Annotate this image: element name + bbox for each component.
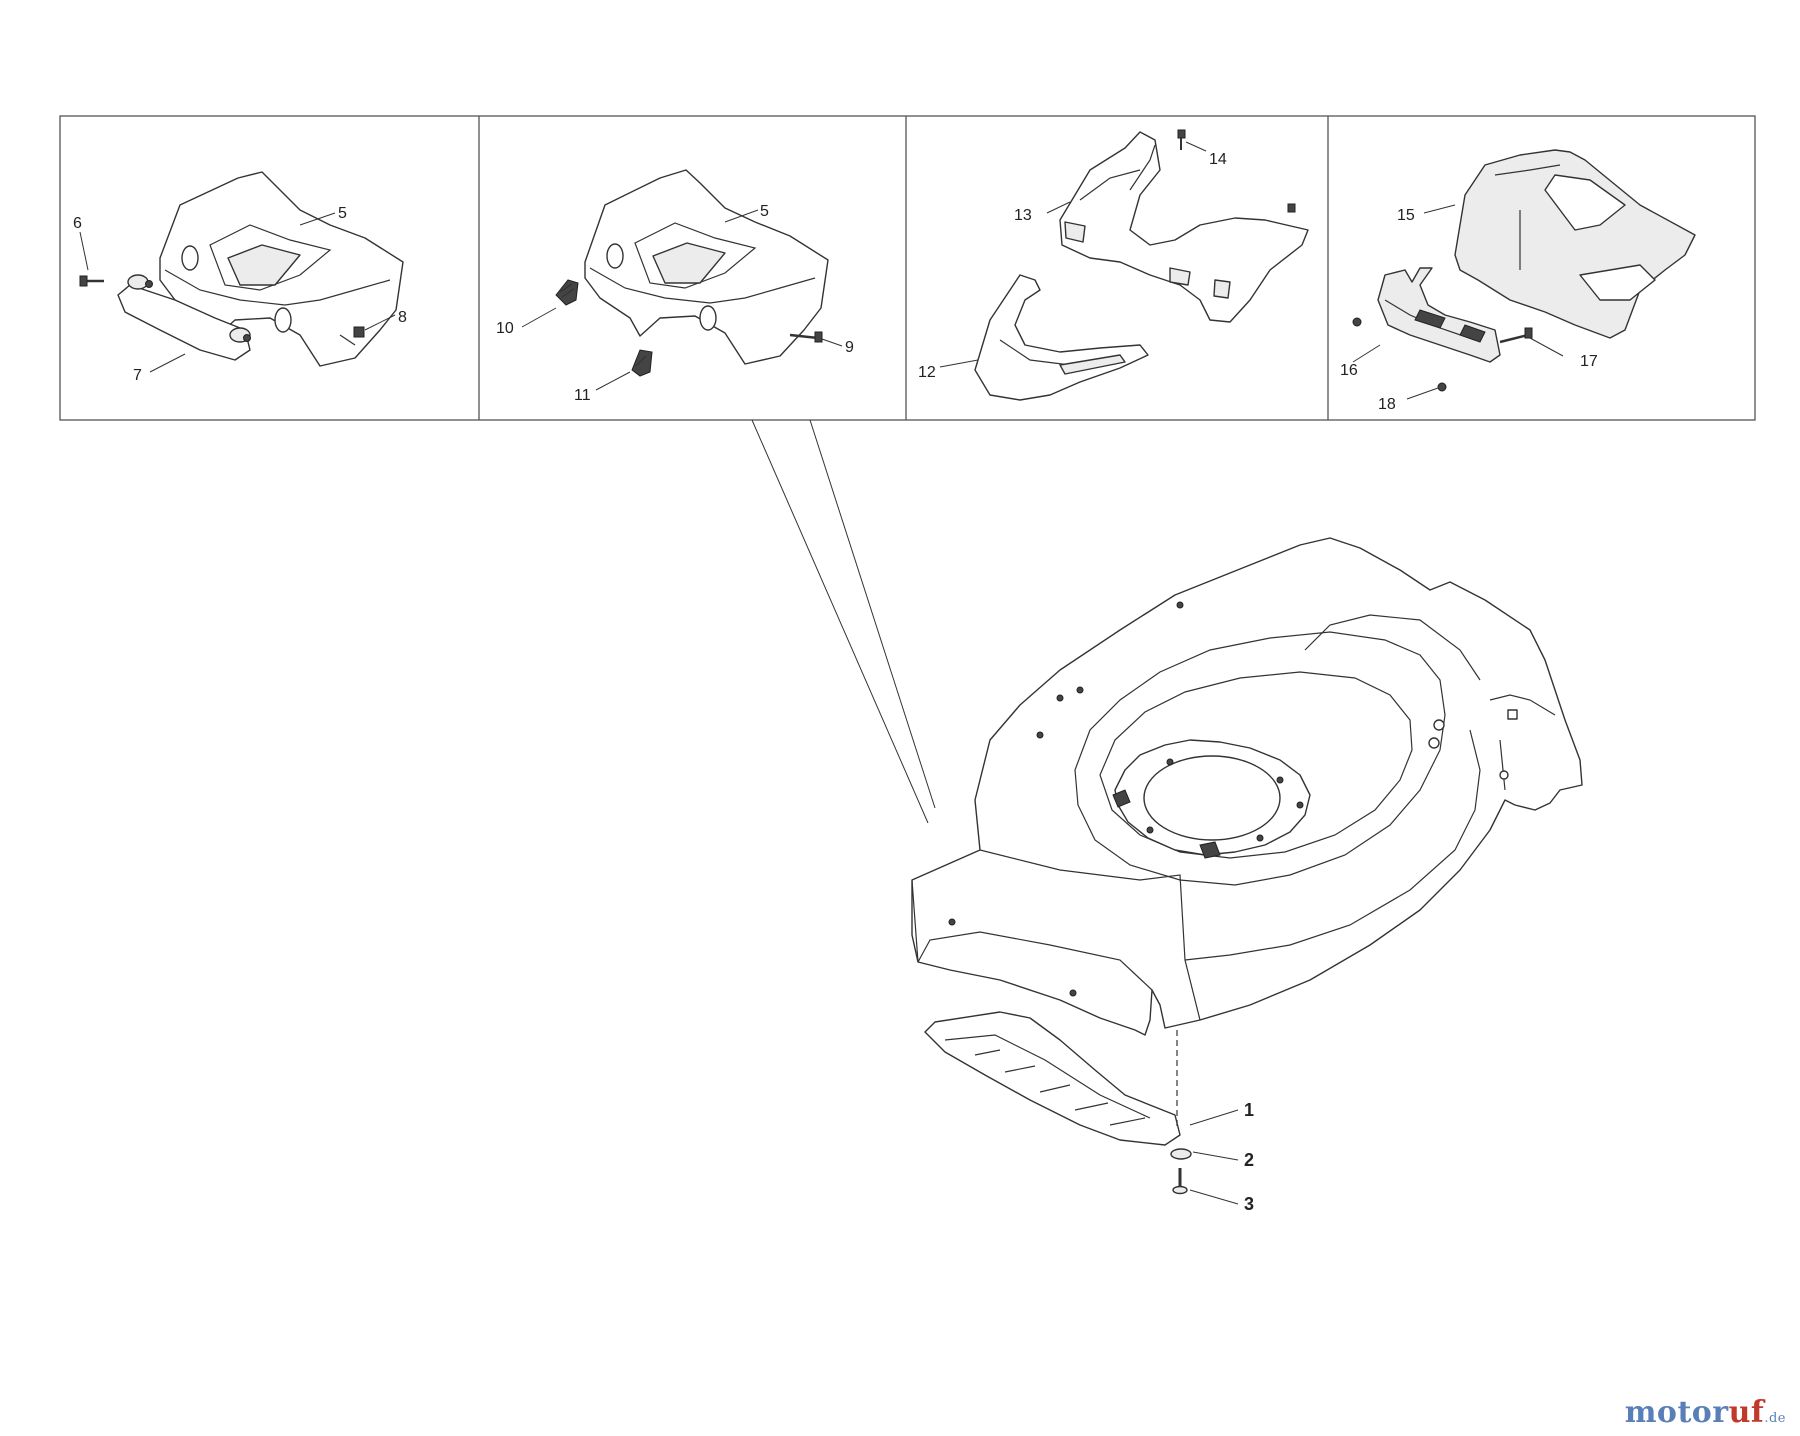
deflector-part-12 xyxy=(974,274,1149,401)
nut-part-18 xyxy=(1352,317,1447,392)
rear-flap-part-1 xyxy=(924,1011,1181,1146)
screw-part-6 xyxy=(79,275,104,287)
watermark-prefix: motor xyxy=(1624,1395,1729,1430)
cover-part-15 xyxy=(1454,149,1696,339)
callout-7: 7 xyxy=(133,367,142,384)
panel-1-rear-guard-assembly xyxy=(79,171,404,373)
callout-11: 11 xyxy=(574,387,591,404)
screw-part-3 xyxy=(1172,1168,1188,1195)
callout-1: 1 xyxy=(1244,1100,1254,1120)
screw-part-9 xyxy=(789,331,823,343)
bracket-part-16 xyxy=(1377,267,1501,363)
washer-part-2 xyxy=(1170,1148,1192,1160)
panel-3-cover-assembly xyxy=(939,129,1309,401)
zoom-pointer-lines xyxy=(751,419,936,824)
detail-panel-frame xyxy=(59,115,1756,421)
watermark-suffix: uf xyxy=(1728,1395,1765,1430)
rear-guard-part-5-alt xyxy=(584,169,829,365)
watermark-domain: .de xyxy=(1764,1411,1786,1426)
callout-10: 10 xyxy=(496,320,514,337)
mower-deck xyxy=(911,537,1583,1036)
callout-17: 17 xyxy=(1580,353,1598,370)
nut-part-8 xyxy=(353,326,365,338)
handle-bar-part-7 xyxy=(117,274,251,361)
callout-8: 8 xyxy=(398,309,407,326)
clip-part-11 xyxy=(631,349,653,377)
callout-6: 6 xyxy=(73,215,82,232)
panel-2-rear-guard-assembly xyxy=(521,169,843,391)
callout-5-panel-2: 5 xyxy=(760,203,769,220)
callout-9: 9 xyxy=(845,339,854,356)
screw-part-14 xyxy=(1177,129,1296,213)
callout-18: 18 xyxy=(1378,396,1396,413)
clip-part-10 xyxy=(555,279,579,306)
site-watermark: motoruf.de xyxy=(1625,1395,1786,1430)
rear-guard-part-5 xyxy=(159,171,404,367)
callout-16: 16 xyxy=(1340,362,1358,379)
cover-part-13 xyxy=(1059,131,1309,323)
callout-5-panel-1: 5 xyxy=(338,205,347,222)
callout-3: 3 xyxy=(1244,1194,1254,1214)
callout-13: 13 xyxy=(1014,207,1032,224)
callout-15: 15 xyxy=(1397,207,1415,224)
panel-4-cover-assembly xyxy=(1352,149,1696,400)
callout-14: 14 xyxy=(1209,151,1227,168)
screw-part-17 xyxy=(1499,327,1533,344)
callout-2: 2 xyxy=(1244,1150,1254,1170)
callout-12: 12 xyxy=(918,364,936,381)
